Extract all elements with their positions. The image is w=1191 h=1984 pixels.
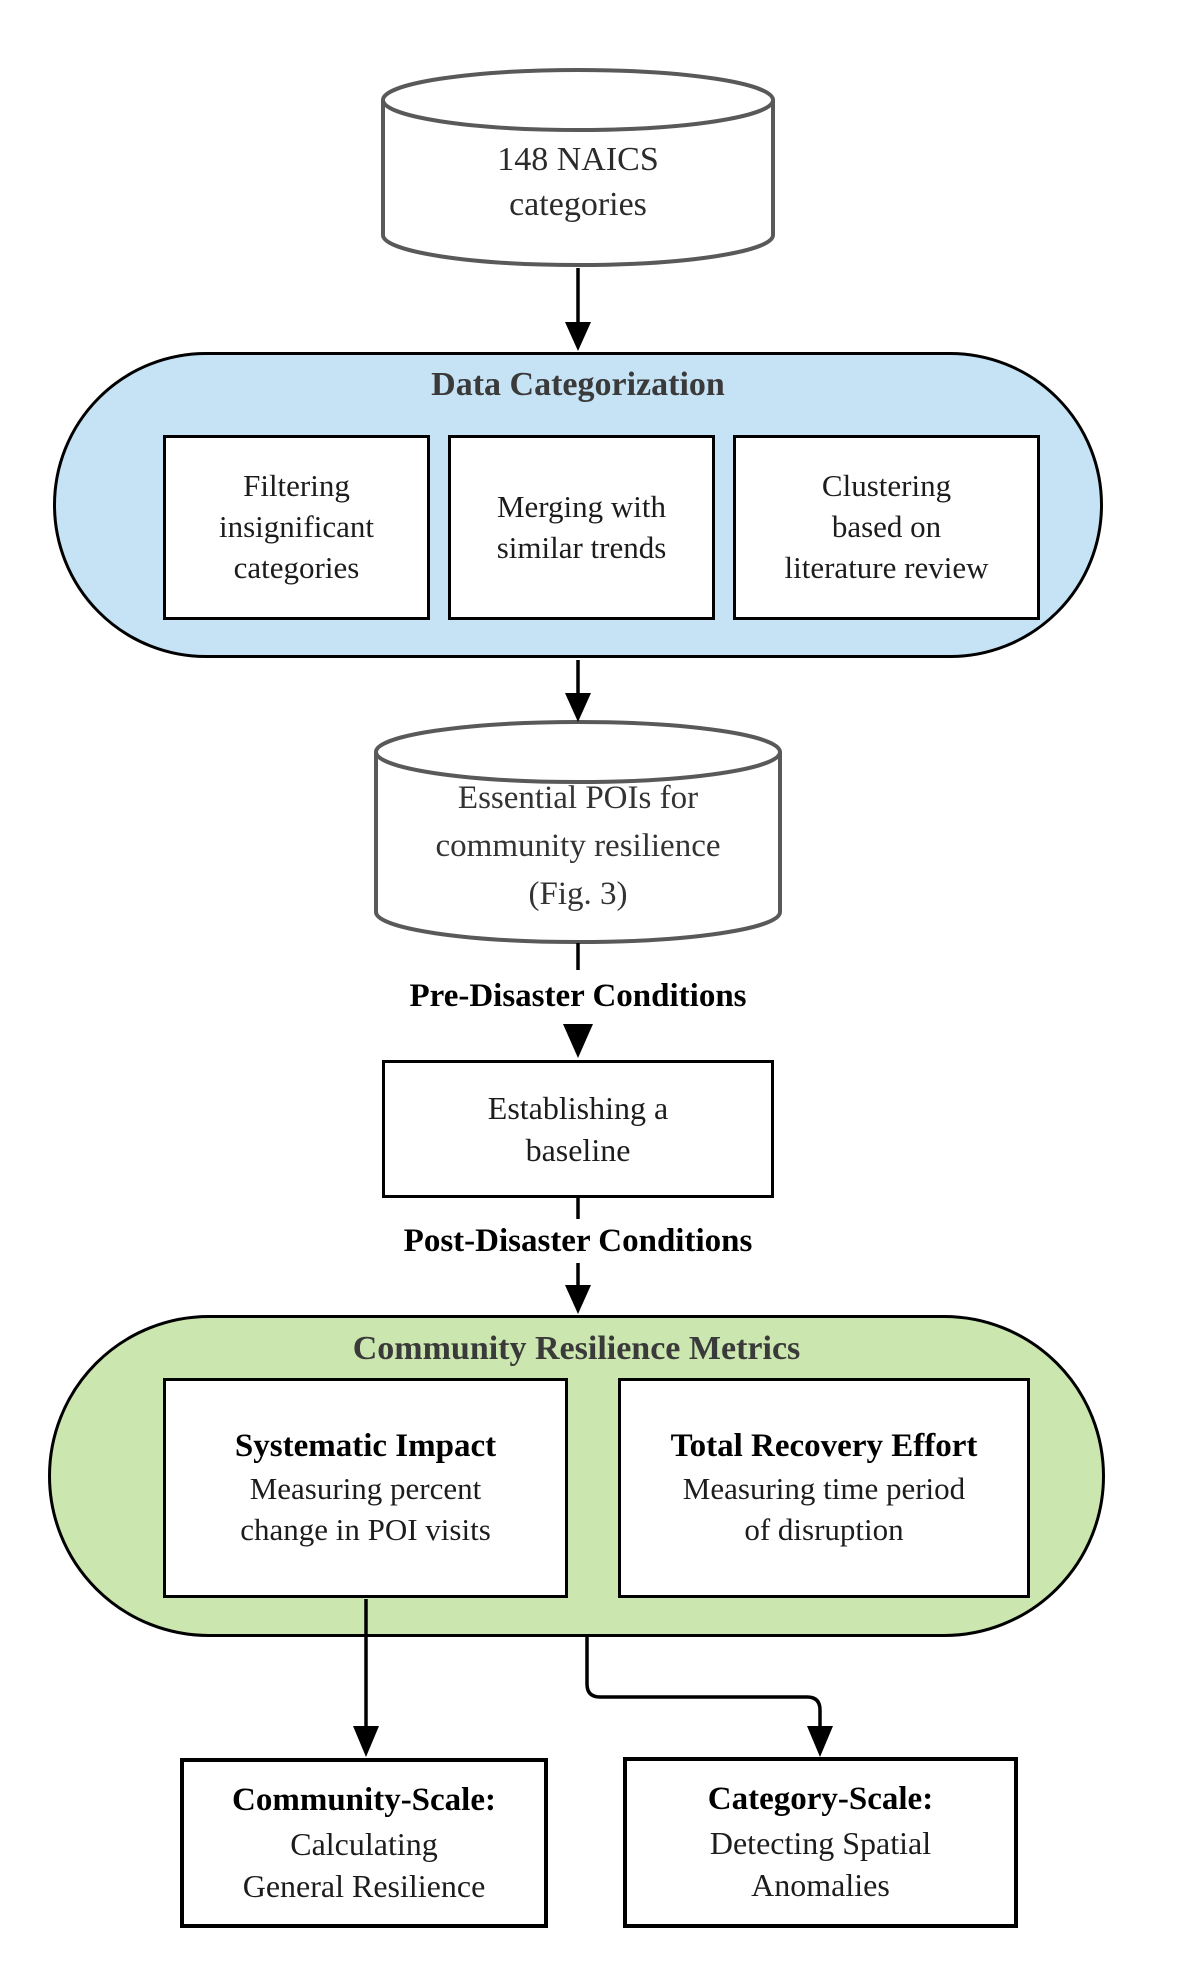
systematic-impact-title: Systematic Impact (234, 1428, 497, 1465)
community-scale-title: Community-Scale: (232, 1781, 496, 1818)
post-disaster-conditions-label: Post-Disaster Conditions (403, 1222, 753, 1259)
total-recovery-effort-box: Total Recovery Effort Measuring time per… (618, 1378, 1030, 1598)
systematic-impact-body: Measuring percent change in POI visits (240, 1470, 491, 1547)
total-recovery-effort-title: Total Recovery Effort (670, 1428, 978, 1465)
pois-db-label: Essential POIs for community resilience … (435, 780, 721, 912)
total-recovery-effort-body: Measuring time period of disruption (682, 1470, 966, 1547)
establishing-baseline-box: Establishing a baseline (382, 1060, 774, 1198)
clustering-literature-box: Clustering based on literature review (733, 435, 1040, 620)
category-scale-title: Category-Scale: (707, 1781, 934, 1818)
category-scale-box: Category-Scale: Detecting Spatial Anomal… (623, 1757, 1018, 1928)
category-scale-body: Detecting Spatial Anomalies (709, 1825, 932, 1904)
data-categorization-title: Data Categorization (431, 366, 725, 403)
community-scale-box: Community-Scale: Calculating General Res… (180, 1758, 548, 1928)
filtering-categories-box: Filtering insignificant categories (163, 435, 430, 620)
pre-disaster-conditions-label: Pre-Disaster Conditions (409, 977, 747, 1014)
merging-trends-box: Merging with similar trends (448, 435, 715, 620)
community-scale-body: Calculating General Resilience (242, 1825, 486, 1904)
naics-db-label: 148 NAICS categories (497, 141, 659, 223)
resilience-metrics-title: Community Resilience Metrics (352, 1330, 801, 1367)
systematic-impact-box: Systematic Impact Measuring percent chan… (163, 1378, 568, 1598)
